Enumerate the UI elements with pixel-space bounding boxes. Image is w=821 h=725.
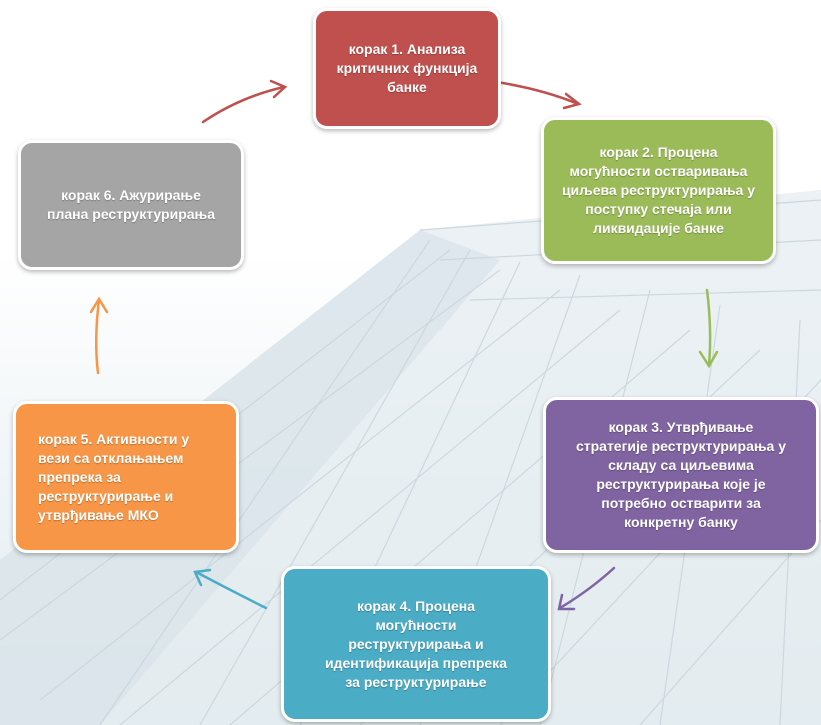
step-4-box: корак 4. Процена могућности реструктурир…	[281, 566, 551, 722]
step-2-box: корак 2. Процена могућности остваривања …	[541, 117, 776, 264]
step-3-box: корак 3. Утврђивање стратегије реструкту…	[543, 397, 819, 553]
step-5-box: корак 5. Активности у вези са отклањањем…	[13, 401, 239, 553]
step-6-box: корак 6. Ажурирање плана реструктурирања	[18, 140, 244, 270]
step-1-box: корак 1. Анализа критичних функција банк…	[313, 8, 501, 129]
